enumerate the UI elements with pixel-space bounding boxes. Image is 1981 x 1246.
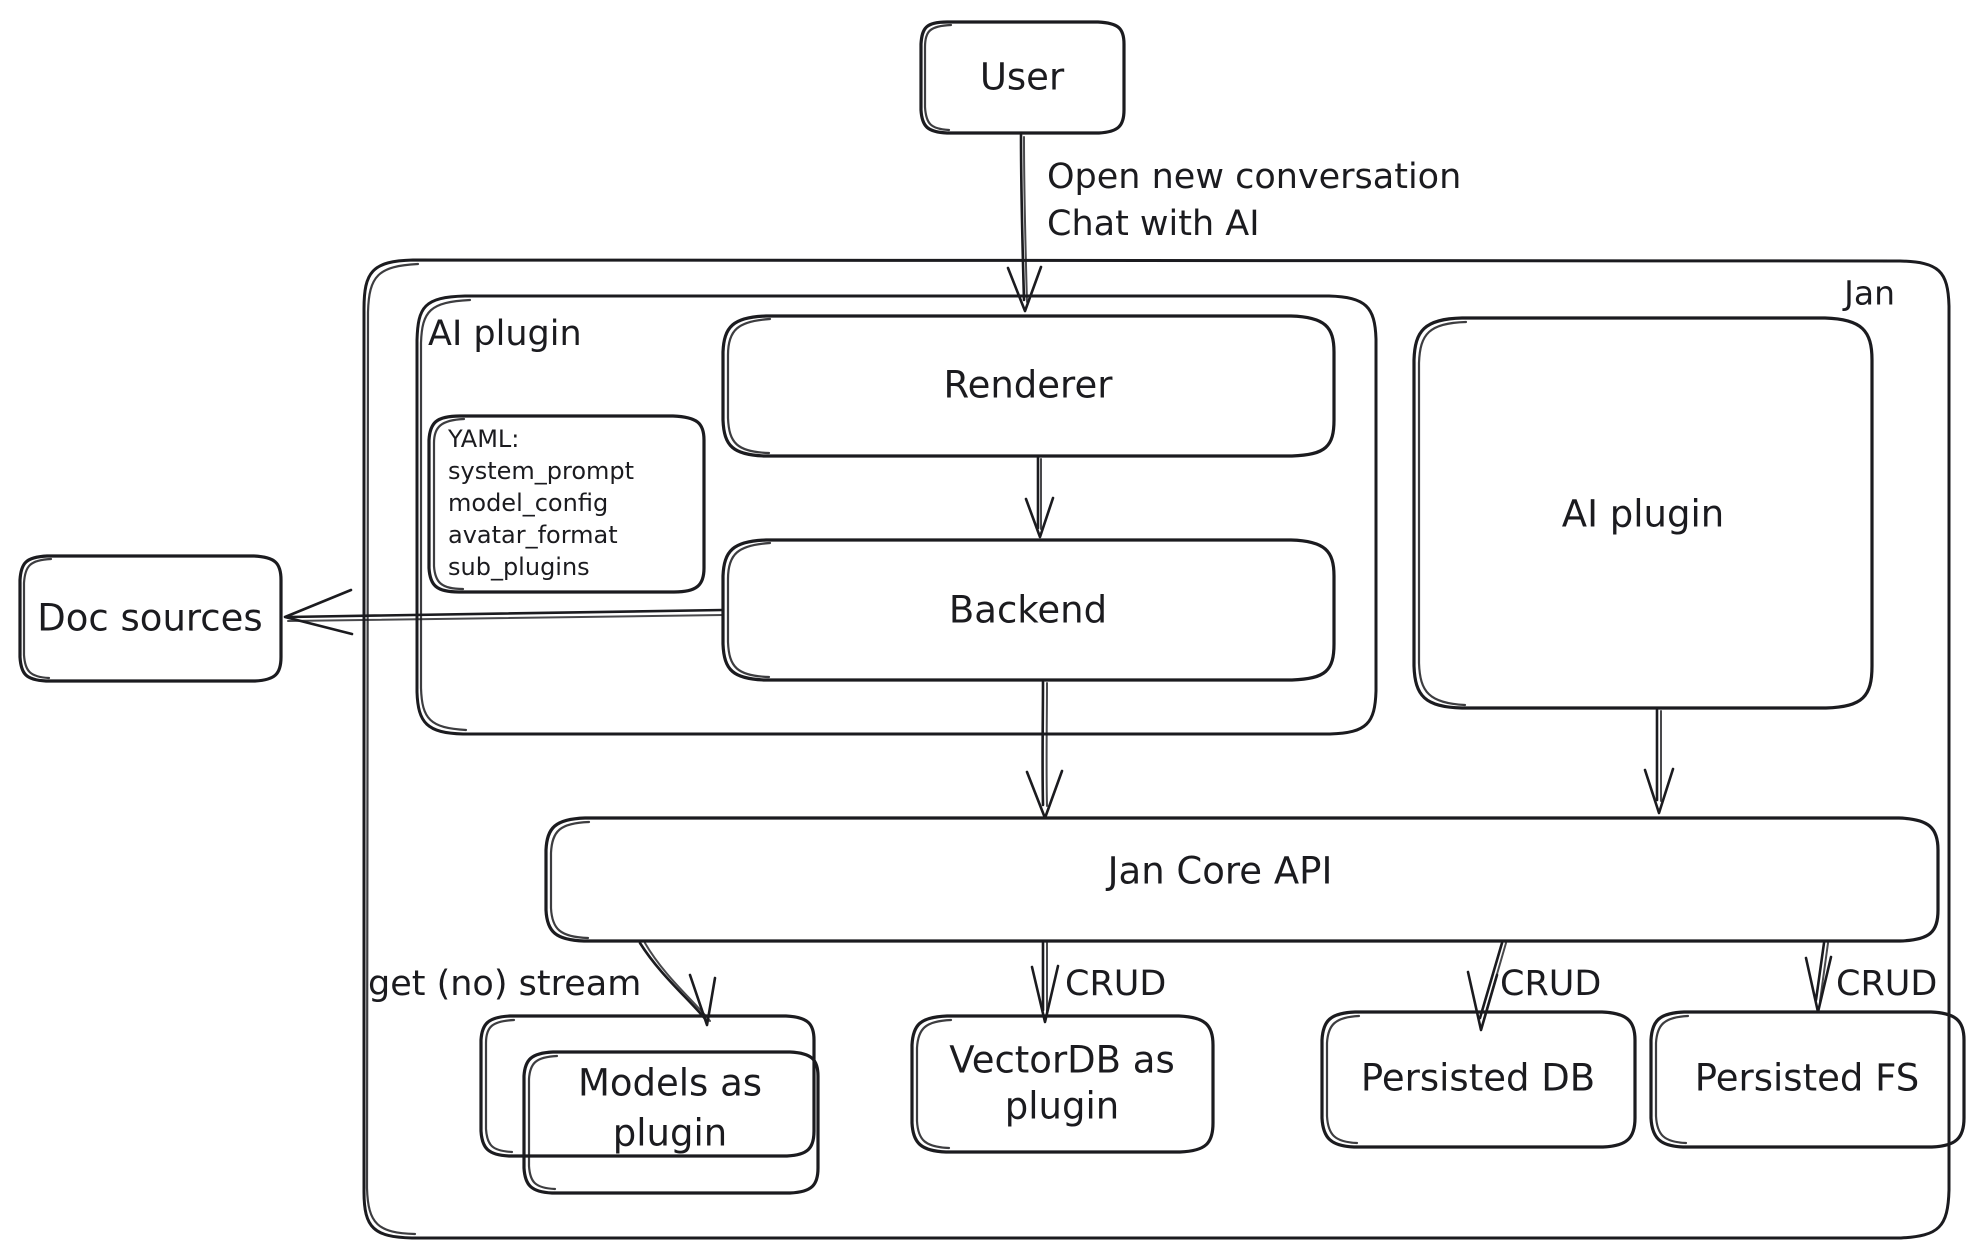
edge-renderer-to-backend (1024, 456, 1055, 539)
yaml-card-header: YAML: (447, 425, 519, 453)
node-vectordb-as-plugin-label-line2: plugin (1005, 1085, 1119, 1128)
node-jan-core-api[interactable]: Jan Core API (544, 816, 1940, 943)
ai-plugin-group-label: AI plugin (428, 314, 582, 354)
yaml-card-key-0: system_prompt (448, 457, 634, 485)
node-renderer-label: Renderer (944, 364, 1114, 407)
edge-user-to-renderer-label-line1: Open new conversation (1047, 157, 1461, 197)
jan-container: Jan (362, 258, 1951, 1240)
node-backend-label: Backend (949, 589, 1107, 632)
edge-core-to-persisted-fs-label: CRUD (1836, 964, 1937, 1004)
yaml-config-card: YAML: system_prompt model_config avatar_… (427, 414, 706, 594)
node-doc-sources-label: Doc sources (37, 597, 262, 640)
edge-backend-to-doc-sources (283, 588, 725, 636)
node-jan-core-api-label: Jan Core API (1106, 850, 1333, 893)
node-models-as-plugin-label-line2: plugin (613, 1112, 727, 1155)
node-persisted-fs[interactable]: Persisted FS (1649, 1010, 1966, 1149)
node-persisted-fs-label: Persisted FS (1695, 1057, 1919, 1100)
edge-core-to-persisted-db: CRUD (1466, 941, 1601, 1032)
node-user-label: User (980, 56, 1065, 99)
node-ai-plugin-label: AI plugin (1562, 493, 1724, 536)
yaml-card-key-3: sub_plugins (448, 553, 590, 581)
edge-core-to-models: get (no) stream (368, 941, 717, 1027)
node-renderer[interactable]: Renderer (721, 314, 1336, 458)
node-ai-plugin[interactable]: AI plugin (1412, 316, 1874, 710)
ai-plugin-group-container: AI plugin (415, 294, 1378, 736)
node-persisted-db-label: Persisted DB (1361, 1057, 1595, 1100)
edge-aiplugin-to-core (1643, 708, 1675, 815)
yaml-card-key-2: avatar_format (448, 521, 618, 549)
node-doc-sources[interactable]: Doc sources (18, 554, 283, 683)
edge-user-to-renderer-label-line2: Chat with AI (1047, 204, 1260, 244)
edge-core-to-vectordb-label: CRUD (1065, 964, 1166, 1004)
yaml-card-key-1: model_config (448, 489, 608, 517)
edge-core-to-vectordb: CRUD (1030, 941, 1166, 1024)
node-user[interactable]: User (919, 20, 1126, 135)
node-vectordb-as-plugin[interactable]: VectorDB as plugin (910, 1014, 1215, 1154)
edge-core-to-persisted-db-label: CRUD (1500, 964, 1601, 1004)
node-vectordb-as-plugin-label-line1: VectorDB as (949, 1039, 1175, 1082)
edge-core-to-models-label: get (no) stream (368, 964, 641, 1004)
edge-user-to-renderer: Open new conversation Chat with AI (1006, 133, 1461, 313)
edge-core-to-persisted-fs: CRUD (1804, 941, 1937, 1014)
node-backend[interactable]: Backend (721, 538, 1336, 682)
node-models-as-plugin[interactable]: Models as plugin (479, 1014, 820, 1195)
edge-backend-to-core (1025, 680, 1064, 820)
jan-container-label: Jan (1842, 274, 1895, 313)
node-persisted-db[interactable]: Persisted DB (1320, 1010, 1637, 1149)
node-models-as-plugin-label-line1: Models as (578, 1062, 762, 1105)
